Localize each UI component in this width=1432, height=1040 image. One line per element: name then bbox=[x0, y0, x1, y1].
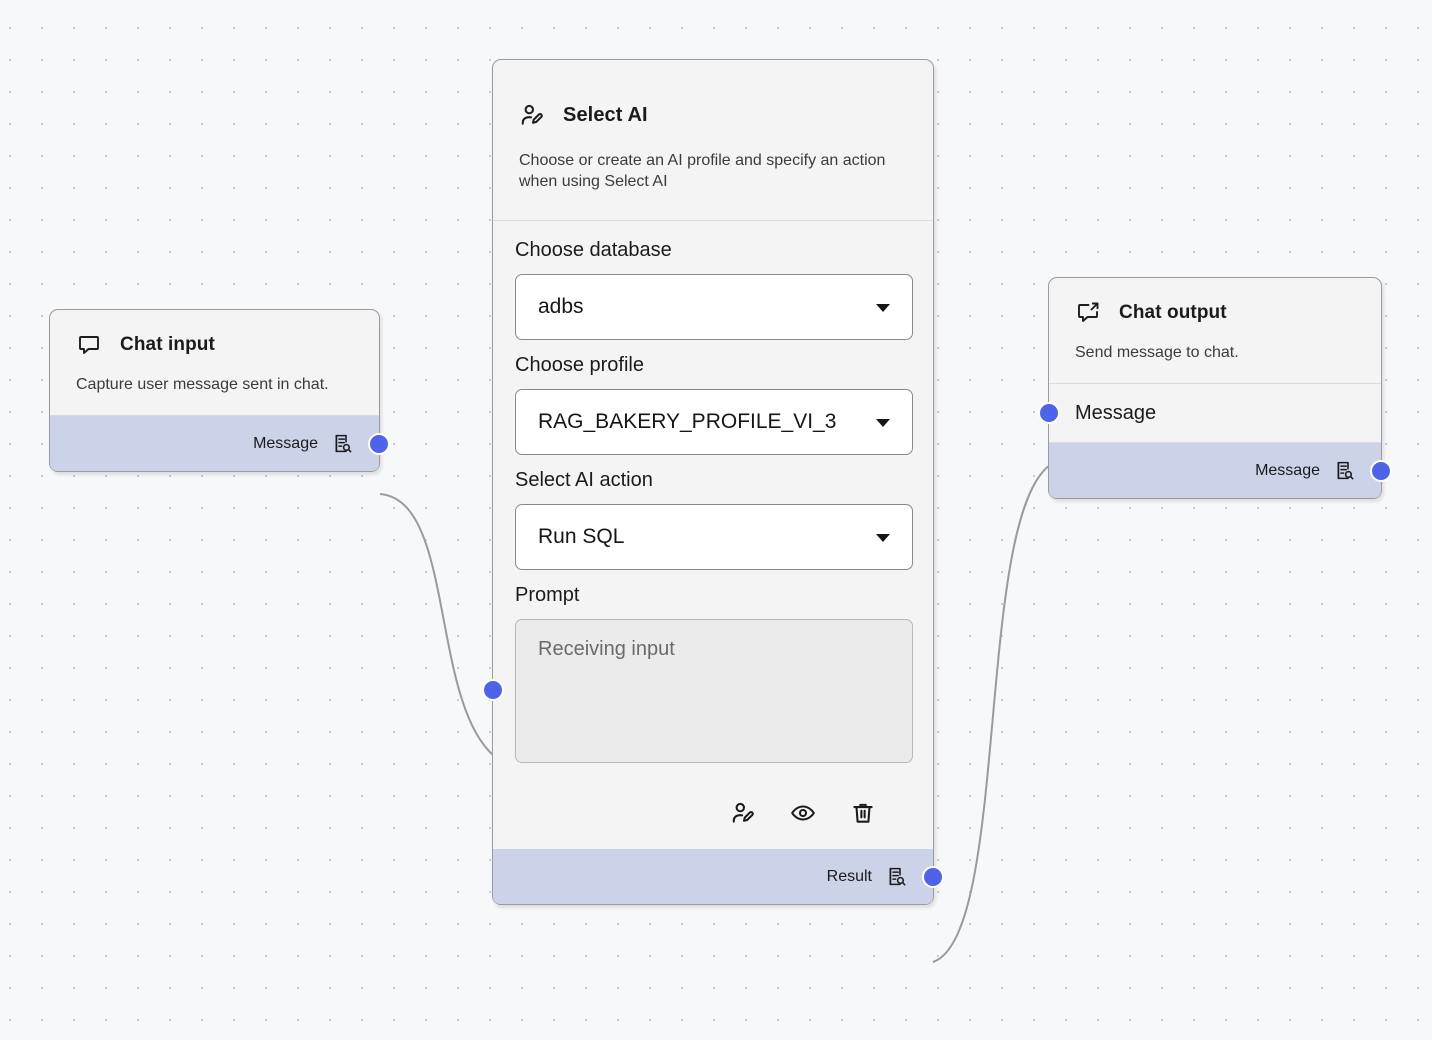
chat-output-output-label: Message bbox=[1255, 461, 1320, 479]
inspect-document-icon[interactable] bbox=[885, 866, 907, 888]
chat-output-input-label: Message bbox=[1075, 401, 1157, 424]
select-ai-action-value: Run SQL bbox=[538, 525, 625, 548]
prompt-label: Prompt bbox=[515, 584, 580, 606]
node-select-ai[interactable]: Select AI Choose or create an AI profile… bbox=[482, 59, 944, 905]
select-ai-divider bbox=[493, 220, 933, 221]
choose-profile-value: RAG_BAKERY_PROFILE_VI_3 bbox=[538, 410, 837, 433]
node-chat-output[interactable]: Chat output Send message to chat. Messag… bbox=[1038, 277, 1392, 499]
field-choose-profile: Choose profile RAG_BAKERY_PROFILE_VI_3 bbox=[515, 354, 913, 455]
user-edit-icon[interactable] bbox=[729, 799, 757, 827]
chat-bubble-share-icon bbox=[1075, 300, 1101, 326]
chat-output-header: Chat output bbox=[1049, 278, 1381, 326]
chat-output-description: Send message to chat. bbox=[1075, 344, 1239, 361]
edge-chat-input-to-select-ai bbox=[379, 493, 495, 757]
select-ai-description: Choose or create an AI profile and speci… bbox=[519, 152, 886, 190]
select-ai-actions bbox=[515, 777, 911, 849]
chat-output-divider-top bbox=[1049, 383, 1381, 384]
inspect-document-icon[interactable] bbox=[331, 433, 353, 455]
chat-input-header: Chat input bbox=[50, 310, 379, 358]
chat-bubble-icon bbox=[76, 332, 102, 358]
chat-input-output-label: Message bbox=[253, 434, 318, 452]
select-ai-output-label: Result bbox=[826, 867, 872, 885]
select-ai-action-select[interactable]: Run SQL bbox=[515, 504, 913, 570]
inspect-document-icon[interactable] bbox=[1333, 460, 1355, 482]
chat-input-output-row[interactable]: Message bbox=[50, 416, 390, 471]
select-ai-output-row[interactable]: Result bbox=[493, 849, 944, 904]
trash-icon[interactable] bbox=[849, 799, 877, 827]
node-chat-input[interactable]: Chat input Capture user message sent in … bbox=[49, 309, 390, 472]
select-ai-action-label: Select AI action bbox=[515, 469, 653, 491]
chevron-down-icon[interactable] bbox=[876, 534, 890, 542]
choose-database-value: adbs bbox=[538, 295, 584, 318]
choose-profile-label: Choose profile bbox=[515, 354, 644, 376]
chat-output-input-row[interactable]: Message bbox=[1038, 384, 1381, 442]
choose-database-select[interactable]: adbs bbox=[515, 274, 913, 340]
chat-output-output-row[interactable]: Message bbox=[1049, 443, 1392, 498]
eye-icon[interactable] bbox=[789, 799, 817, 827]
field-select-ai-action: Select AI action Run SQL bbox=[515, 469, 913, 570]
select-ai-prompt-in-port[interactable] bbox=[482, 679, 504, 701]
chevron-down-icon[interactable] bbox=[876, 419, 890, 427]
edge-select-ai-to-chat-output bbox=[932, 464, 1051, 963]
select-ai-title: Select AI bbox=[563, 103, 648, 126]
chat-input-message-out-port[interactable] bbox=[368, 432, 390, 455]
user-edit-icon bbox=[519, 102, 545, 128]
chat-input-description: Capture user message sent in chat. bbox=[76, 376, 329, 393]
select-ai-result-out-port[interactable] bbox=[922, 865, 944, 888]
select-ai-body: Choose database adbs Choose profile RAG_… bbox=[482, 221, 933, 849]
chat-output-divider-bottom bbox=[1049, 442, 1381, 443]
chat-output-message-out-port[interactable] bbox=[1370, 459, 1392, 482]
field-prompt: Prompt Receiving input bbox=[482, 584, 913, 763]
prompt-textarea[interactable]: Receiving input bbox=[515, 619, 913, 763]
choose-profile-select[interactable]: RAG_BAKERY_PROFILE_VI_3 bbox=[515, 389, 913, 455]
choose-database-label: Choose database bbox=[515, 239, 672, 261]
select-ai-header: Select AI bbox=[493, 60, 933, 128]
chat-input-divider bbox=[50, 415, 379, 416]
chat-output-title: Chat output bbox=[1119, 302, 1227, 323]
field-choose-database: Choose database adbs bbox=[515, 239, 913, 340]
chevron-down-icon[interactable] bbox=[876, 304, 890, 312]
chat-output-message-in-port[interactable] bbox=[1038, 402, 1060, 424]
chat-input-title: Chat input bbox=[120, 334, 215, 355]
